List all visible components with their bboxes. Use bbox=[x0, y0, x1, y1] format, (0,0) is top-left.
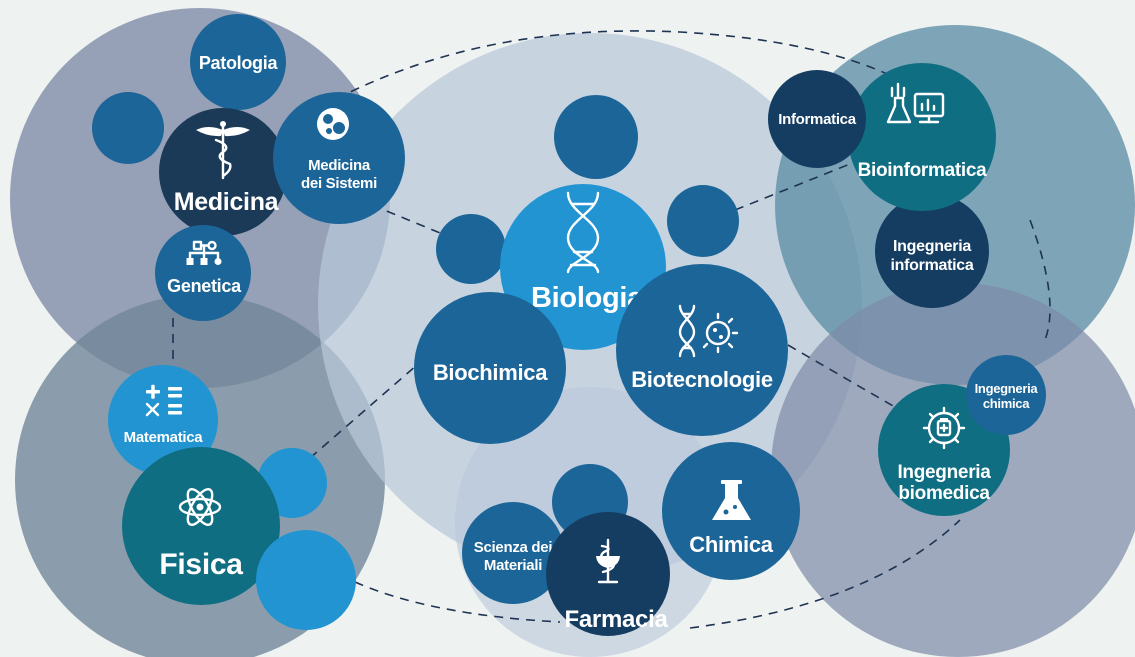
ingegneria-chimica-label-line1: Ingegneria bbox=[975, 381, 1039, 396]
medicina-sistemi-node[interactable] bbox=[273, 92, 405, 224]
bioinformatica-node[interactable] bbox=[848, 63, 996, 211]
ingegneria-biomedica-label-line1: Ingegneria bbox=[897, 462, 991, 483]
ingegneria-informatica-node[interactable] bbox=[875, 194, 989, 308]
genetica-label: Genetica bbox=[167, 276, 242, 296]
dna-virus-icon bbox=[678, 304, 739, 358]
lab-computer-icon bbox=[886, 82, 945, 124]
connector-biology-informatics bbox=[734, 161, 856, 211]
math-operators-icon bbox=[145, 384, 182, 417]
pedigree-icon bbox=[186, 240, 222, 265]
genetica-node[interactable] bbox=[155, 225, 251, 321]
caduceus-icon bbox=[196, 121, 250, 180]
ingegneria-chimica-label-line2: chimica bbox=[983, 396, 1030, 411]
biotecnologie-label: Biotecnologie bbox=[631, 367, 773, 392]
patologia-node[interactable] bbox=[190, 14, 286, 110]
atom-icon bbox=[178, 488, 222, 526]
unlabeled-node bbox=[92, 92, 164, 164]
matematica-label: Matematica bbox=[124, 429, 204, 446]
connector-bottom-left-arc bbox=[354, 581, 561, 623]
connector-sistemi-biology bbox=[371, 204, 446, 236]
scienza-materiali-node[interactable] bbox=[462, 502, 564, 604]
farmacia-label: Farmacia bbox=[565, 606, 669, 633]
connector-bottom-right-arc bbox=[689, 519, 961, 629]
unlabeled-node bbox=[554, 95, 638, 179]
gear-medicine-icon bbox=[922, 406, 966, 450]
patologia-label: Patologia bbox=[199, 53, 279, 73]
ingegneria-biomedica-label-line2: biomedica bbox=[898, 483, 990, 504]
ingegneria-informatica-label-line2: informatica bbox=[891, 257, 974, 274]
bioinformatica-label: Bioinformatica bbox=[858, 160, 988, 181]
fisica-node[interactable] bbox=[122, 447, 280, 605]
scienza-materiali-label-line1: Scienza dei bbox=[474, 539, 553, 556]
medicina-label: Medicina bbox=[174, 188, 280, 216]
medicina-sistemi-label-line2: dei Sistemi bbox=[301, 175, 377, 192]
biotecnologie-node[interactable] bbox=[616, 264, 788, 436]
medicina-sistemi-label-line1: Medicina bbox=[308, 157, 371, 174]
matematica-node[interactable] bbox=[108, 365, 218, 475]
fisica-label: Fisica bbox=[159, 548, 243, 581]
connector-top-arc bbox=[267, 30, 901, 141]
ingegneria-chimica-node[interactable] bbox=[966, 355, 1046, 435]
biologia-node[interactable] bbox=[500, 184, 666, 350]
chimica-label: Chimica bbox=[689, 532, 774, 557]
unlabeled-node bbox=[667, 185, 739, 257]
biochimica-node[interactable] bbox=[414, 292, 566, 444]
informatica-label: Informatica bbox=[778, 111, 857, 128]
unlabeled-node bbox=[436, 214, 506, 284]
connector-right-arc bbox=[1029, 219, 1051, 341]
scienza-materiali-label-line2: Materiali bbox=[484, 557, 542, 574]
connector-layer bbox=[172, 30, 1051, 629]
cells-icon bbox=[317, 108, 349, 140]
informatica-node[interactable] bbox=[768, 70, 866, 168]
biologia-label: Biologia bbox=[531, 282, 644, 314]
biochimica-label: Biochimica bbox=[433, 360, 548, 385]
bowl-of-hygieia-icon bbox=[596, 538, 620, 584]
unlabeled-node bbox=[256, 530, 356, 630]
flask-icon bbox=[712, 480, 751, 520]
ingegneria-informatica-label-line1: Ingegneria bbox=[893, 238, 971, 255]
dna-icon bbox=[566, 191, 600, 274]
connector-biotech-engineering bbox=[787, 344, 901, 411]
